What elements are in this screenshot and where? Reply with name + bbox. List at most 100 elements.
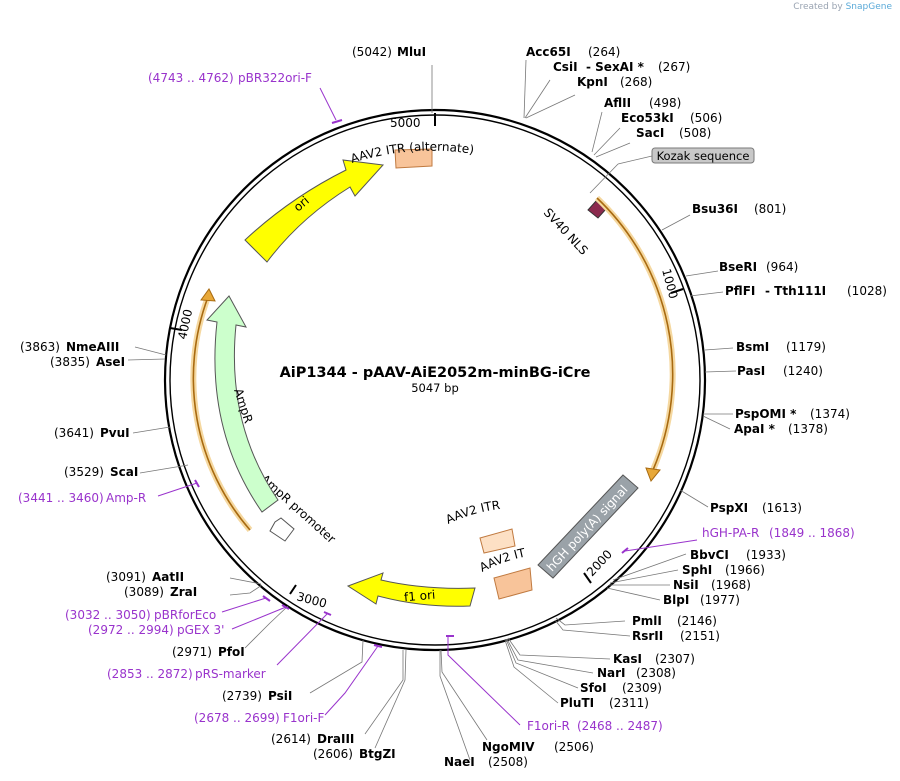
primer-leader-f1ori-f [324, 645, 379, 716]
enzyme-apai: ApaI * [734, 422, 776, 436]
enzyme-rsrii: RsrII [632, 629, 663, 643]
enzyme-acc65i-pos: (264) [588, 45, 620, 59]
ampr-promoter-feature [269, 517, 295, 542]
leader-sphi [609, 569, 679, 584]
enzyme-pfoi: PfoI [218, 645, 245, 659]
enzyme-nmeaiii: NmeAIII [66, 340, 119, 354]
primer-hgh-pa-r-range: (1849 .. 1868) [769, 526, 855, 540]
primer-pgex: pGEX 3' [177, 623, 224, 637]
leader-naei [439, 650, 471, 761]
primer-leaders [157, 87, 698, 726]
enzyme-mlui: MluI [397, 45, 426, 59]
leader-pvui [132, 426, 171, 434]
enzyme-bsmi-pos: (1179) [786, 340, 826, 354]
leader-aatii [229, 577, 262, 585]
leader-aflii [591, 111, 603, 153]
enzyme-btgzi: BtgZI [359, 747, 396, 761]
leader-bseri [685, 270, 719, 277]
enzyme-draiii: DraIII [317, 732, 354, 746]
enzyme-csii-pos: (267) [658, 60, 690, 74]
backbone-outer [163, 108, 707, 652]
leader-psii [309, 639, 364, 694]
icre-arc [596, 197, 674, 471]
plasmid-name: AiP1344 - pAAV-AiE2052m-minBG-iCre [280, 365, 591, 381]
enzyme-pspxi-pos: (1613) [762, 501, 802, 515]
ampr-feature [206, 295, 279, 513]
leader-eco53ki [593, 127, 621, 156]
enzyme-bbvci: BbvCI [690, 548, 729, 562]
leader-pluti [504, 639, 559, 704]
enzyme-csii: CsiI [553, 60, 578, 74]
enzyme-pspomi-pos: (1374) [810, 407, 850, 421]
enzyme-eco53ki: Eco53kI [621, 111, 674, 125]
leader-draiii [364, 650, 404, 735]
primer-pbr322-range: (4743 .. 4762) [148, 71, 234, 85]
enzyme-csii-extra: - SexAI * [586, 60, 645, 74]
enzyme-naei-pos: (2508) [488, 755, 528, 769]
left-orange-arc [192, 296, 251, 531]
enzyme-kasi-pos: (2307) [655, 652, 695, 666]
kozak-connector-2 [589, 163, 619, 194]
leader-sfoi [505, 638, 579, 689]
kozak-connector [617, 155, 653, 165]
leader-asei [127, 358, 166, 361]
f1-ori-label: f1 ori [403, 588, 435, 605]
enzyme-kpni: KpnI [577, 75, 608, 89]
primer-prs-range: (2853 .. 2872) [107, 667, 193, 681]
leader-ngomiv [440, 649, 488, 741]
enzyme-pluti: PluTI [560, 696, 594, 710]
primer-leader-ampr [157, 482, 198, 497]
leader-nari [506, 638, 594, 674]
leader-pmli [555, 617, 626, 626]
primer-f1ori-r: F1ori-R [527, 719, 570, 733]
leader-kpni [525, 94, 576, 119]
snapgene-credit: Created by SnapGene [793, 2, 892, 12]
aav2-itr-feature [493, 567, 533, 600]
enzyme-leaders [127, 59, 737, 761]
enzyme-psii-pos: (2739) [222, 689, 262, 703]
enzyme-nsii-pos: (1968) [711, 578, 751, 592]
enzyme-draiii-pos: (2614) [271, 732, 311, 746]
enzyme-sfoi-pos: (2309) [622, 681, 662, 695]
primer-labels: (4743 .. 4762) pBR322ori-F hGH-PA-R (184… [18, 71, 855, 733]
primer-tick-pbr322 [331, 119, 343, 124]
leader-pfoi [244, 605, 289, 649]
primer-f1ori-f-range: (2678 .. 2699) [194, 711, 280, 725]
enzyme-sfoi: SfoI [580, 681, 607, 695]
enzyme-pflfi: PflFI [725, 284, 755, 298]
ori-feature [244, 159, 385, 263]
enzyme-bseri-pos: (964) [766, 260, 798, 274]
primer-f1ori-f: F1ori-F [283, 711, 324, 725]
enzyme-btgzi-pos: (2606) [313, 747, 353, 761]
enzyme-rsrii-pos: (2151) [680, 629, 720, 643]
leader-saci [595, 142, 631, 158]
enzyme-bseri: BseRI [719, 260, 757, 274]
primer-f1ori-r-range: (2468 .. 2487) [577, 719, 663, 733]
kozak-label-box [651, 147, 755, 164]
enzyme-aflii-pos: (498) [649, 96, 681, 110]
enzyme-kpni-pos: (268) [620, 75, 652, 89]
leader-btgzi [374, 649, 407, 749]
plasmid-length: 5047 bp [411, 381, 459, 395]
leader-apai [702, 415, 731, 430]
primer-prs: pRS-marker [195, 667, 266, 681]
primer-leader-pbr322 [319, 87, 337, 121]
leader-bbvci [612, 553, 687, 581]
tick-1000-mark [670, 288, 684, 294]
tick-marks [169, 113, 684, 595]
enzyme-nari-pos: (2308) [636, 666, 676, 680]
enzyme-pasi-pos: (1240) [783, 364, 823, 378]
enzyme-bsmi: BsmI [736, 340, 769, 354]
enzyme-bsu36i-pos: (801) [754, 202, 786, 216]
enzyme-pflfi-extra: - Tth111I [765, 284, 826, 298]
enzyme-pluti-pos: (2311) [609, 696, 649, 710]
f1-ori-feature [346, 572, 476, 607]
enzyme-asei-pos: (3835) [50, 355, 90, 369]
enzyme-psii: PsiI [268, 689, 292, 703]
enzyme-ngomiv: NgoMIV [482, 740, 535, 754]
sv40-nls-label: SV40 NLS [541, 205, 591, 257]
enzyme-scai-pos: (3529) [64, 465, 104, 479]
enzyme-ngomiv-pos: (2506) [554, 740, 594, 754]
tick-4000: 4000 [175, 308, 195, 341]
ampr-promoter-label: AmpR promoter [258, 472, 338, 546]
